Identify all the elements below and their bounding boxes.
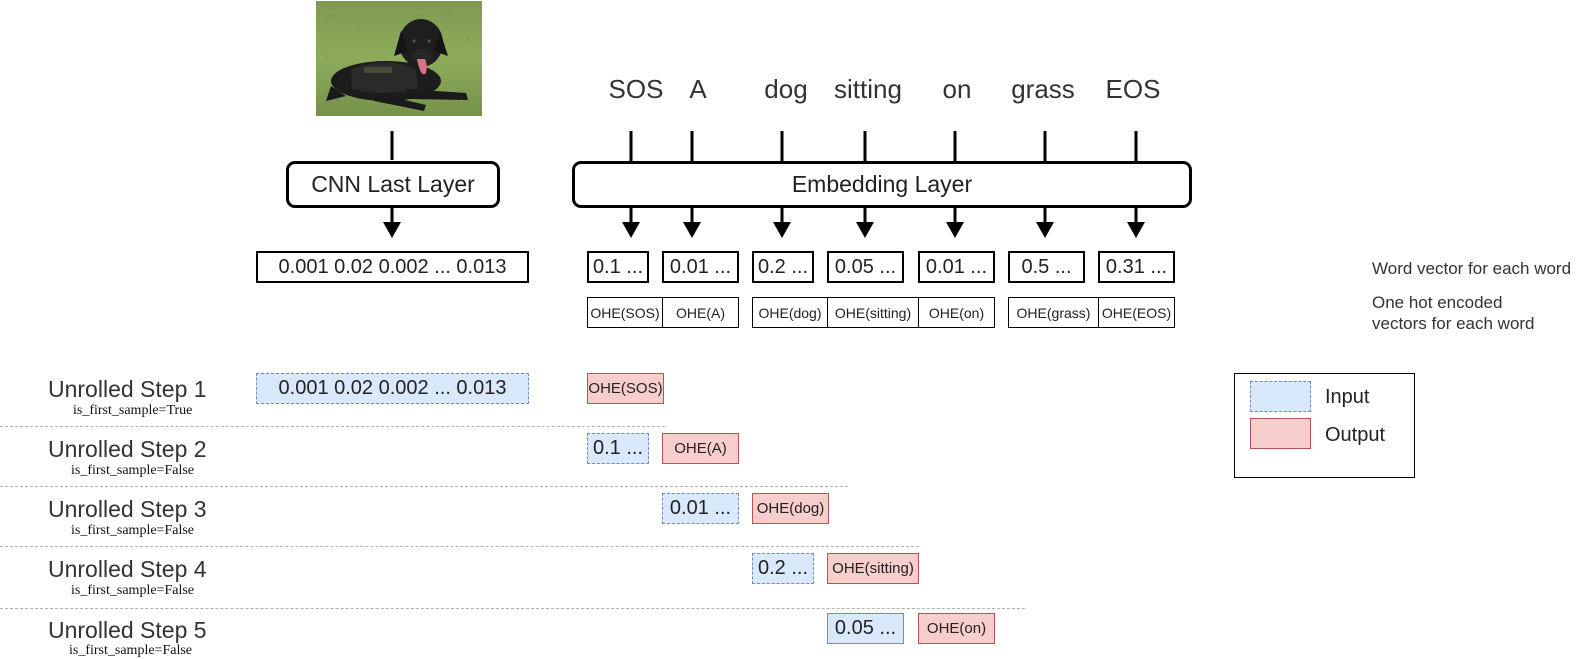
step-divider-4: [0, 608, 1025, 609]
word-vector-on: 0.01 ...: [918, 251, 995, 283]
embedding-layer: Embedding Layer: [572, 161, 1192, 208]
step-5-input: 0.05 ...: [827, 613, 904, 644]
step-4-flag: is_first_sample=False: [71, 583, 194, 598]
ohe-a: OHE(A): [662, 297, 739, 328]
word-grass: grass: [1011, 74, 1075, 104]
ohe-sos: OHE(SOS): [587, 297, 663, 328]
word-vector-eos: 0.31 ...: [1098, 251, 1175, 283]
step-2-title: Unrolled Step 2: [48, 436, 207, 462]
dog-photo: [316, 1, 482, 116]
word-vector-grass: 0.5 ...: [1008, 251, 1085, 283]
word-vector-sitting: 0.05 ...: [827, 251, 904, 283]
step-1-flag: is_first_sample=True: [73, 403, 193, 418]
word-sos-arrowhead: [622, 222, 640, 238]
word-on-arrowhead: [946, 222, 964, 238]
word-a: A: [689, 74, 707, 104]
note-ohe-line2: vectors for each word: [1372, 314, 1535, 333]
ohe-sitting: OHE(sitting): [827, 297, 919, 328]
step-5-output: OHE(on): [918, 613, 995, 644]
step-divider-3: [0, 546, 919, 547]
step-2-flag: is_first_sample=False: [71, 463, 194, 478]
legend-output-swatch: [1250, 418, 1311, 449]
legend-input-swatch: [1250, 381, 1311, 412]
word-dog-arrowhead: [773, 222, 791, 238]
step-5-flag: is_first_sample=False: [69, 643, 192, 658]
legend-output-label: Output: [1325, 424, 1386, 446]
note-word-vector: Word vector for each word: [1372, 259, 1572, 278]
step-5-title: Unrolled Step 5: [48, 617, 207, 643]
ohe-dog: OHE(dog): [752, 297, 828, 328]
step-1-input: 0.001 0.02 0.002 ... 0.013: [256, 373, 529, 404]
cnn-output-vector: 0.001 0.02 0.002 ... 0.013: [256, 251, 529, 283]
ohe-grass: OHE(grass): [1008, 297, 1099, 328]
embedding-layer-label: Embedding Layer: [791, 171, 973, 197]
word-sitting: sitting: [834, 74, 902, 104]
step-3-output: OHE(dog): [752, 493, 829, 524]
word-sitting-arrowhead: [856, 222, 874, 238]
word-vector-a: 0.01 ...: [662, 251, 739, 283]
step-1-output: OHE(SOS): [587, 373, 664, 404]
word-vector-sos: 0.1 ...: [587, 251, 649, 283]
step-3-flag: is_first_sample=False: [71, 523, 194, 538]
note-ohe-line1: One hot encoded: [1372, 293, 1503, 312]
word-eos-arrowhead: [1127, 222, 1145, 238]
legend: Input Output: [1234, 373, 1415, 478]
ohe-on: OHE(on): [918, 297, 995, 328]
word-a-arrowhead: [683, 222, 701, 238]
step-1-title: Unrolled Step 1: [48, 376, 207, 402]
step-divider-2: [0, 486, 848, 487]
word-dog: dog: [764, 74, 808, 104]
step-divider-1: [0, 426, 665, 427]
legend-input-label: Input: [1325, 386, 1370, 408]
word-vector-dog: 0.2 ...: [752, 251, 814, 283]
ohe-eos: OHE(EOS): [1098, 297, 1175, 328]
cnn-last-layer-label: CNN Last Layer: [311, 171, 475, 197]
step-3-input: 0.01 ...: [662, 493, 739, 524]
step-4-output: OHE(sitting): [827, 553, 919, 584]
step-2-output: OHE(A): [662, 433, 739, 464]
step-2-input: 0.1 ...: [587, 433, 649, 464]
word-eos: EOS: [1105, 74, 1161, 104]
step-4-title: Unrolled Step 4: [48, 556, 207, 582]
cnn-last-layer: CNN Last Layer: [286, 161, 500, 208]
word-on: on: [942, 74, 972, 104]
word-sos: SOS: [608, 74, 664, 104]
step-4-input: 0.2 ...: [752, 553, 814, 584]
word-grass-arrowhead: [1036, 222, 1054, 238]
cnn-output-arrowhead: [383, 222, 401, 238]
step-3-title: Unrolled Step 3: [48, 496, 207, 522]
